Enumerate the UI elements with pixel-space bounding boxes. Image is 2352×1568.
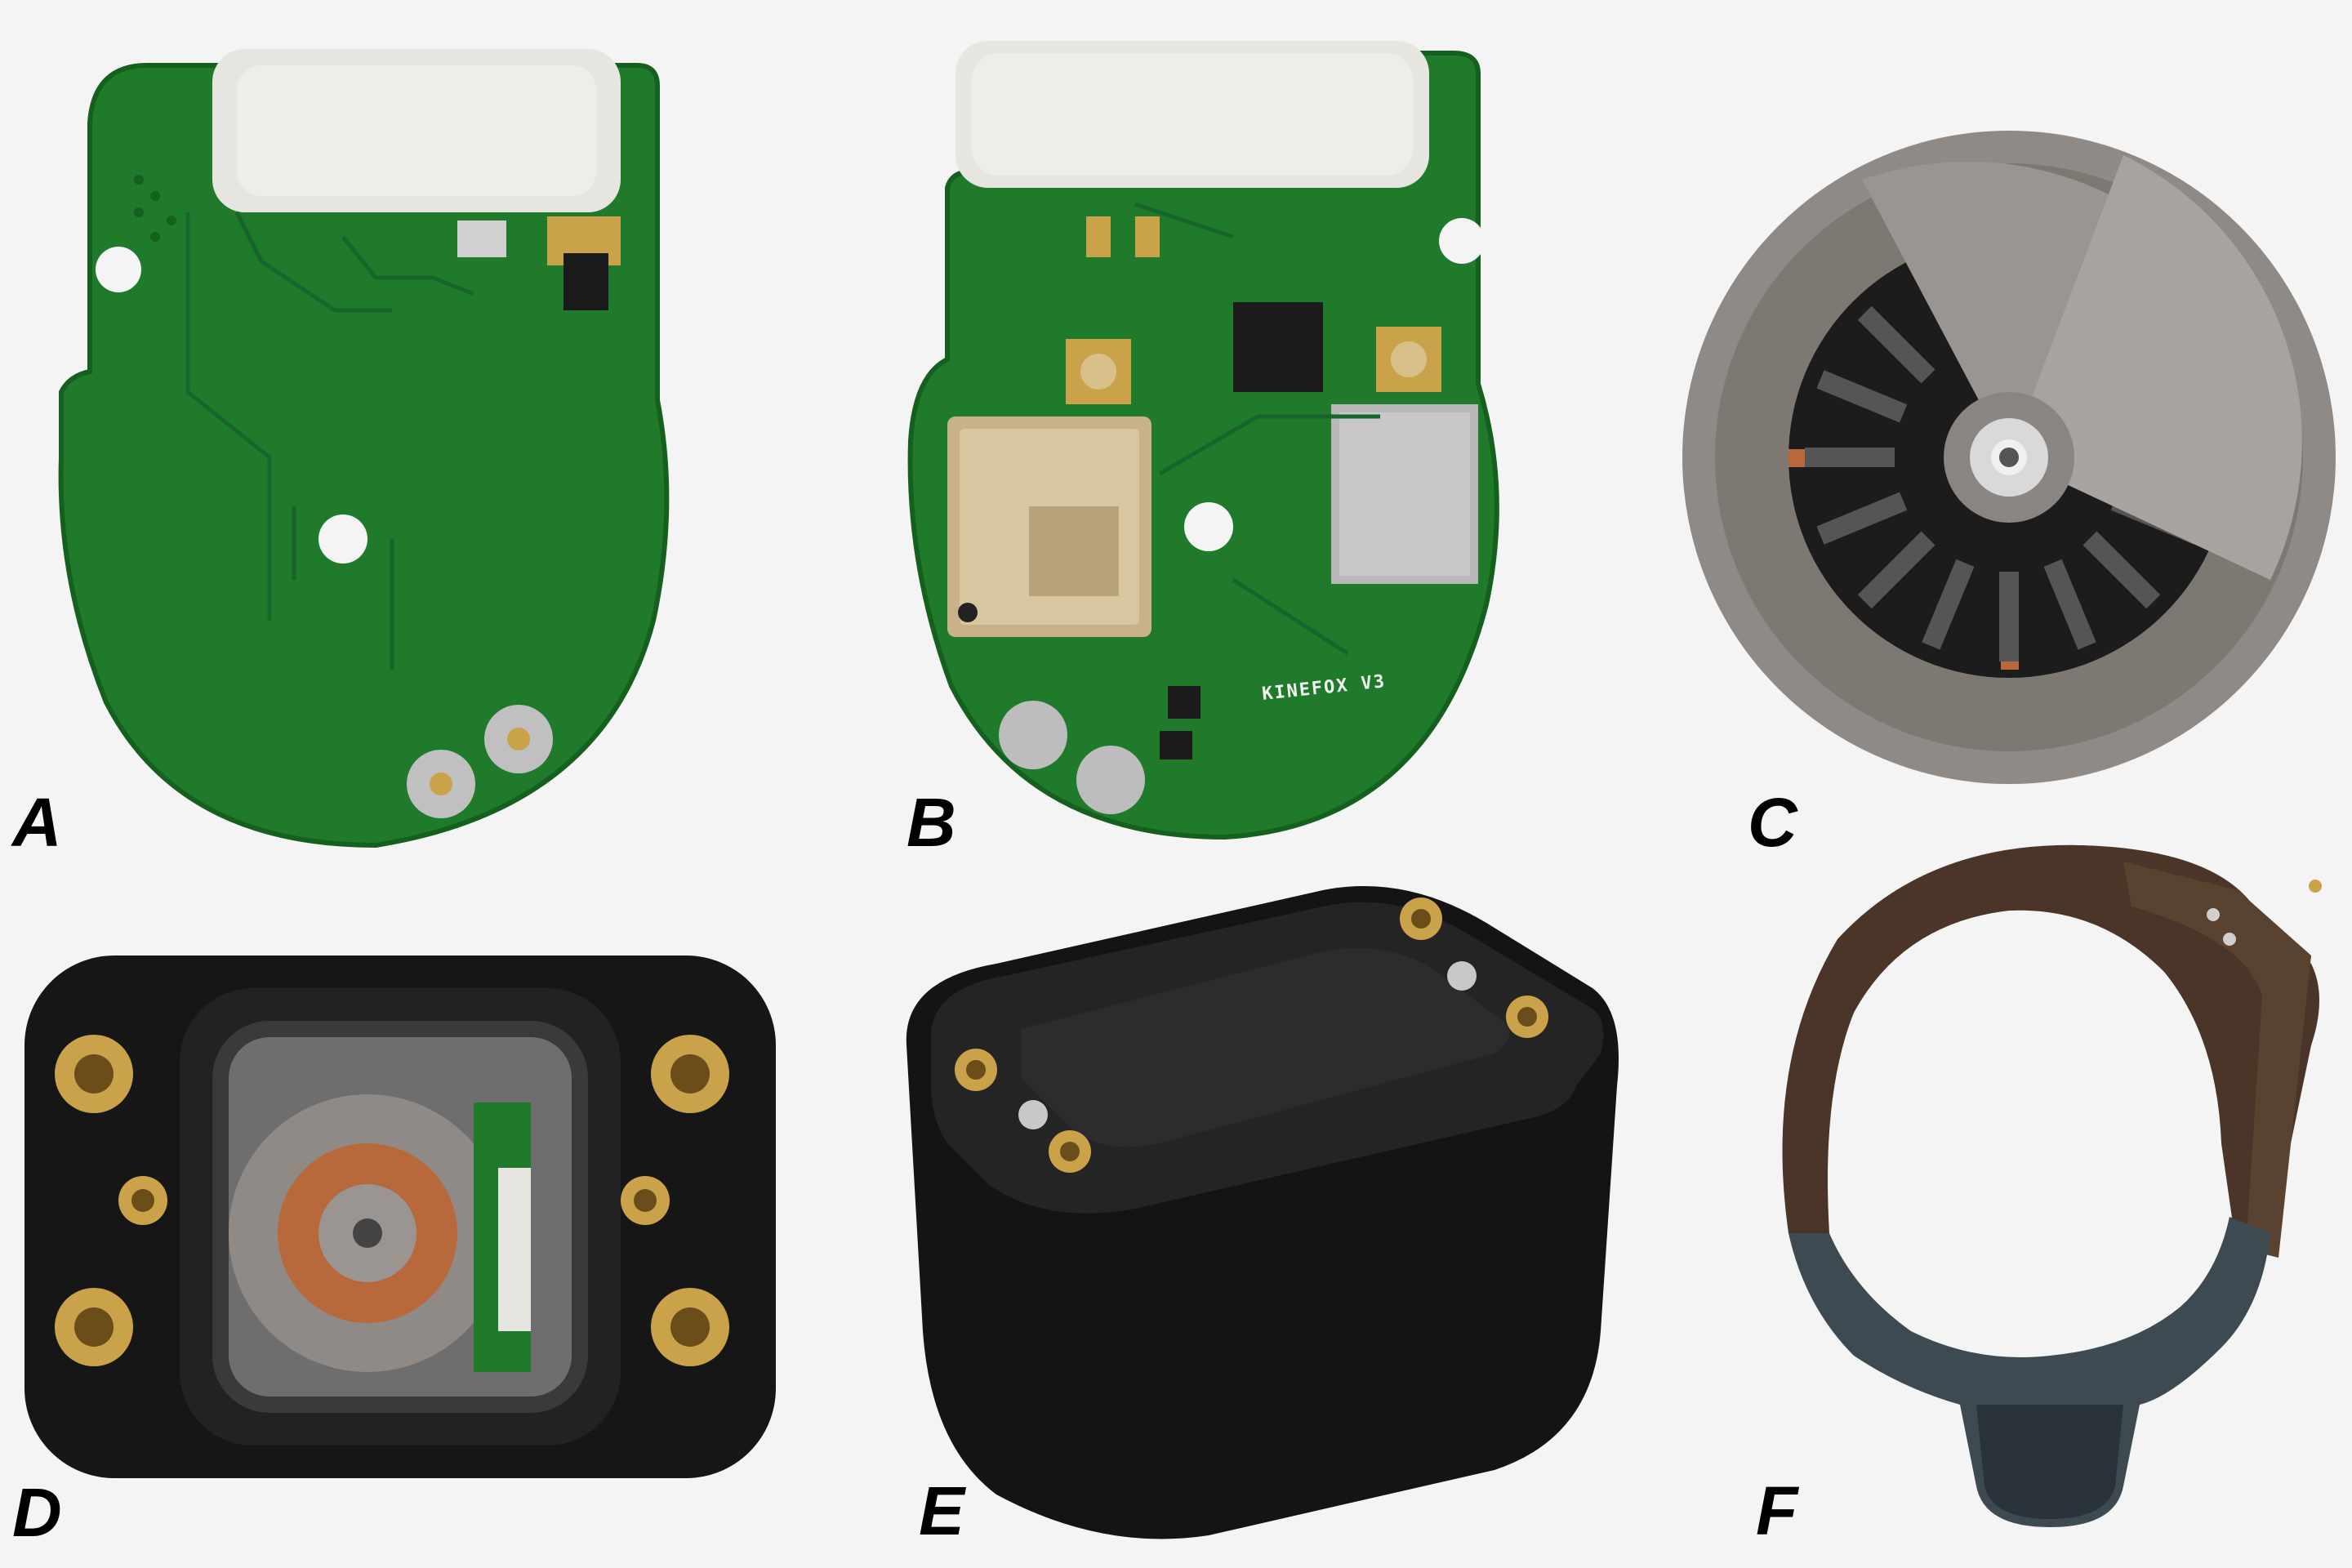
panel-label-c: C [1748, 784, 1797, 861]
panel-b-pcb-front: KINEFOX V3 B [890, 33, 1527, 857]
panel-e-housing-closed: E [898, 874, 1633, 1552]
panel-c-motor: C [1666, 122, 2344, 858]
housing-interior-photo [24, 956, 776, 1478]
pcb-front-photo [907, 41, 1499, 840]
wrist-strap-photo [1782, 844, 2322, 1527]
panel-label-d: D [12, 1474, 62, 1551]
panel-a-pcb-back: A [12, 49, 670, 857]
panel-f-wrist-strap: F [1740, 833, 2344, 1552]
panel-d-housing-interior: D [12, 947, 784, 1552]
panel-label-b: B [906, 784, 956, 861]
housing-closed-photo [906, 886, 1619, 1539]
panel-label-a: A [12, 784, 62, 861]
pcb-back-photo [58, 49, 670, 849]
panel-label-f: F [1756, 1472, 1798, 1549]
panel-label-e: E [919, 1472, 965, 1549]
motor-photo [1682, 131, 2336, 784]
